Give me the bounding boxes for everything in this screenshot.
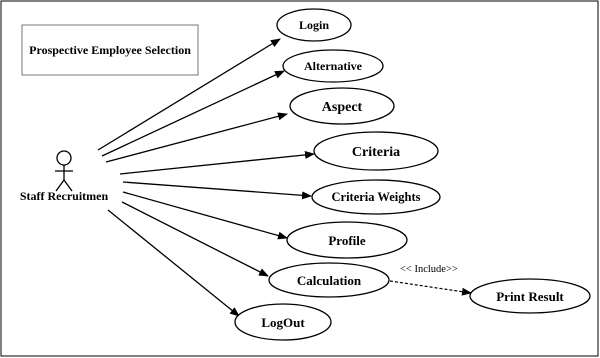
use-case-criteria-label: Criteria — [352, 145, 400, 160]
assoc-criteria — [119, 150, 315, 175]
actor-head — [56, 150, 72, 166]
use-case-calculation-label: Calculation — [297, 273, 362, 288]
assoc-logout — [107, 209, 240, 317]
assoc-criteria-weights — [122, 181, 312, 200]
use-case-login-label: Login — [299, 18, 329, 32]
use-case-aspect: Aspect — [289, 87, 395, 125]
use-case-alternative: Alternative — [282, 49, 384, 83]
assoc-login — [97, 38, 281, 151]
system-title-box: Prospective Employee Selection — [21, 24, 199, 76]
use-case-logout: LogOut — [234, 303, 332, 341]
use-case-print-result: Print Result — [469, 278, 591, 314]
use-case-calculation: Calculation — [268, 262, 390, 298]
use-case-profile: Profile — [286, 221, 408, 259]
actor-staff-recruitmen — [55, 150, 73, 192]
include-relation — [389, 280, 472, 296]
use-case-alternative-label: Alternative — [304, 59, 363, 73]
use-case-profile-label: Profile — [328, 233, 366, 248]
assoc-alternative — [101, 70, 285, 157]
use-case-login: Login — [276, 8, 352, 42]
assoc-profile — [122, 191, 288, 240]
system-title: Prospective Employee Selection — [29, 43, 191, 57]
use-case-logout-label: LogOut — [261, 315, 305, 330]
use-case-criteria: Criteria — [313, 131, 439, 171]
use-case-aspect-label: Aspect — [322, 100, 363, 115]
use-case-print-result-label: Print Result — [496, 289, 564, 304]
actor-label: Staff Recruitmen — [20, 189, 109, 203]
associations — [97, 38, 315, 317]
include-label: << Include>> — [400, 264, 458, 275]
use-case-criteria-weights: Criteria Weights — [311, 179, 441, 215]
use-case-criteria-weights-label: Criteria Weights — [332, 190, 421, 204]
assoc-aspect — [105, 112, 288, 163]
assoc-calculation — [121, 201, 269, 277]
